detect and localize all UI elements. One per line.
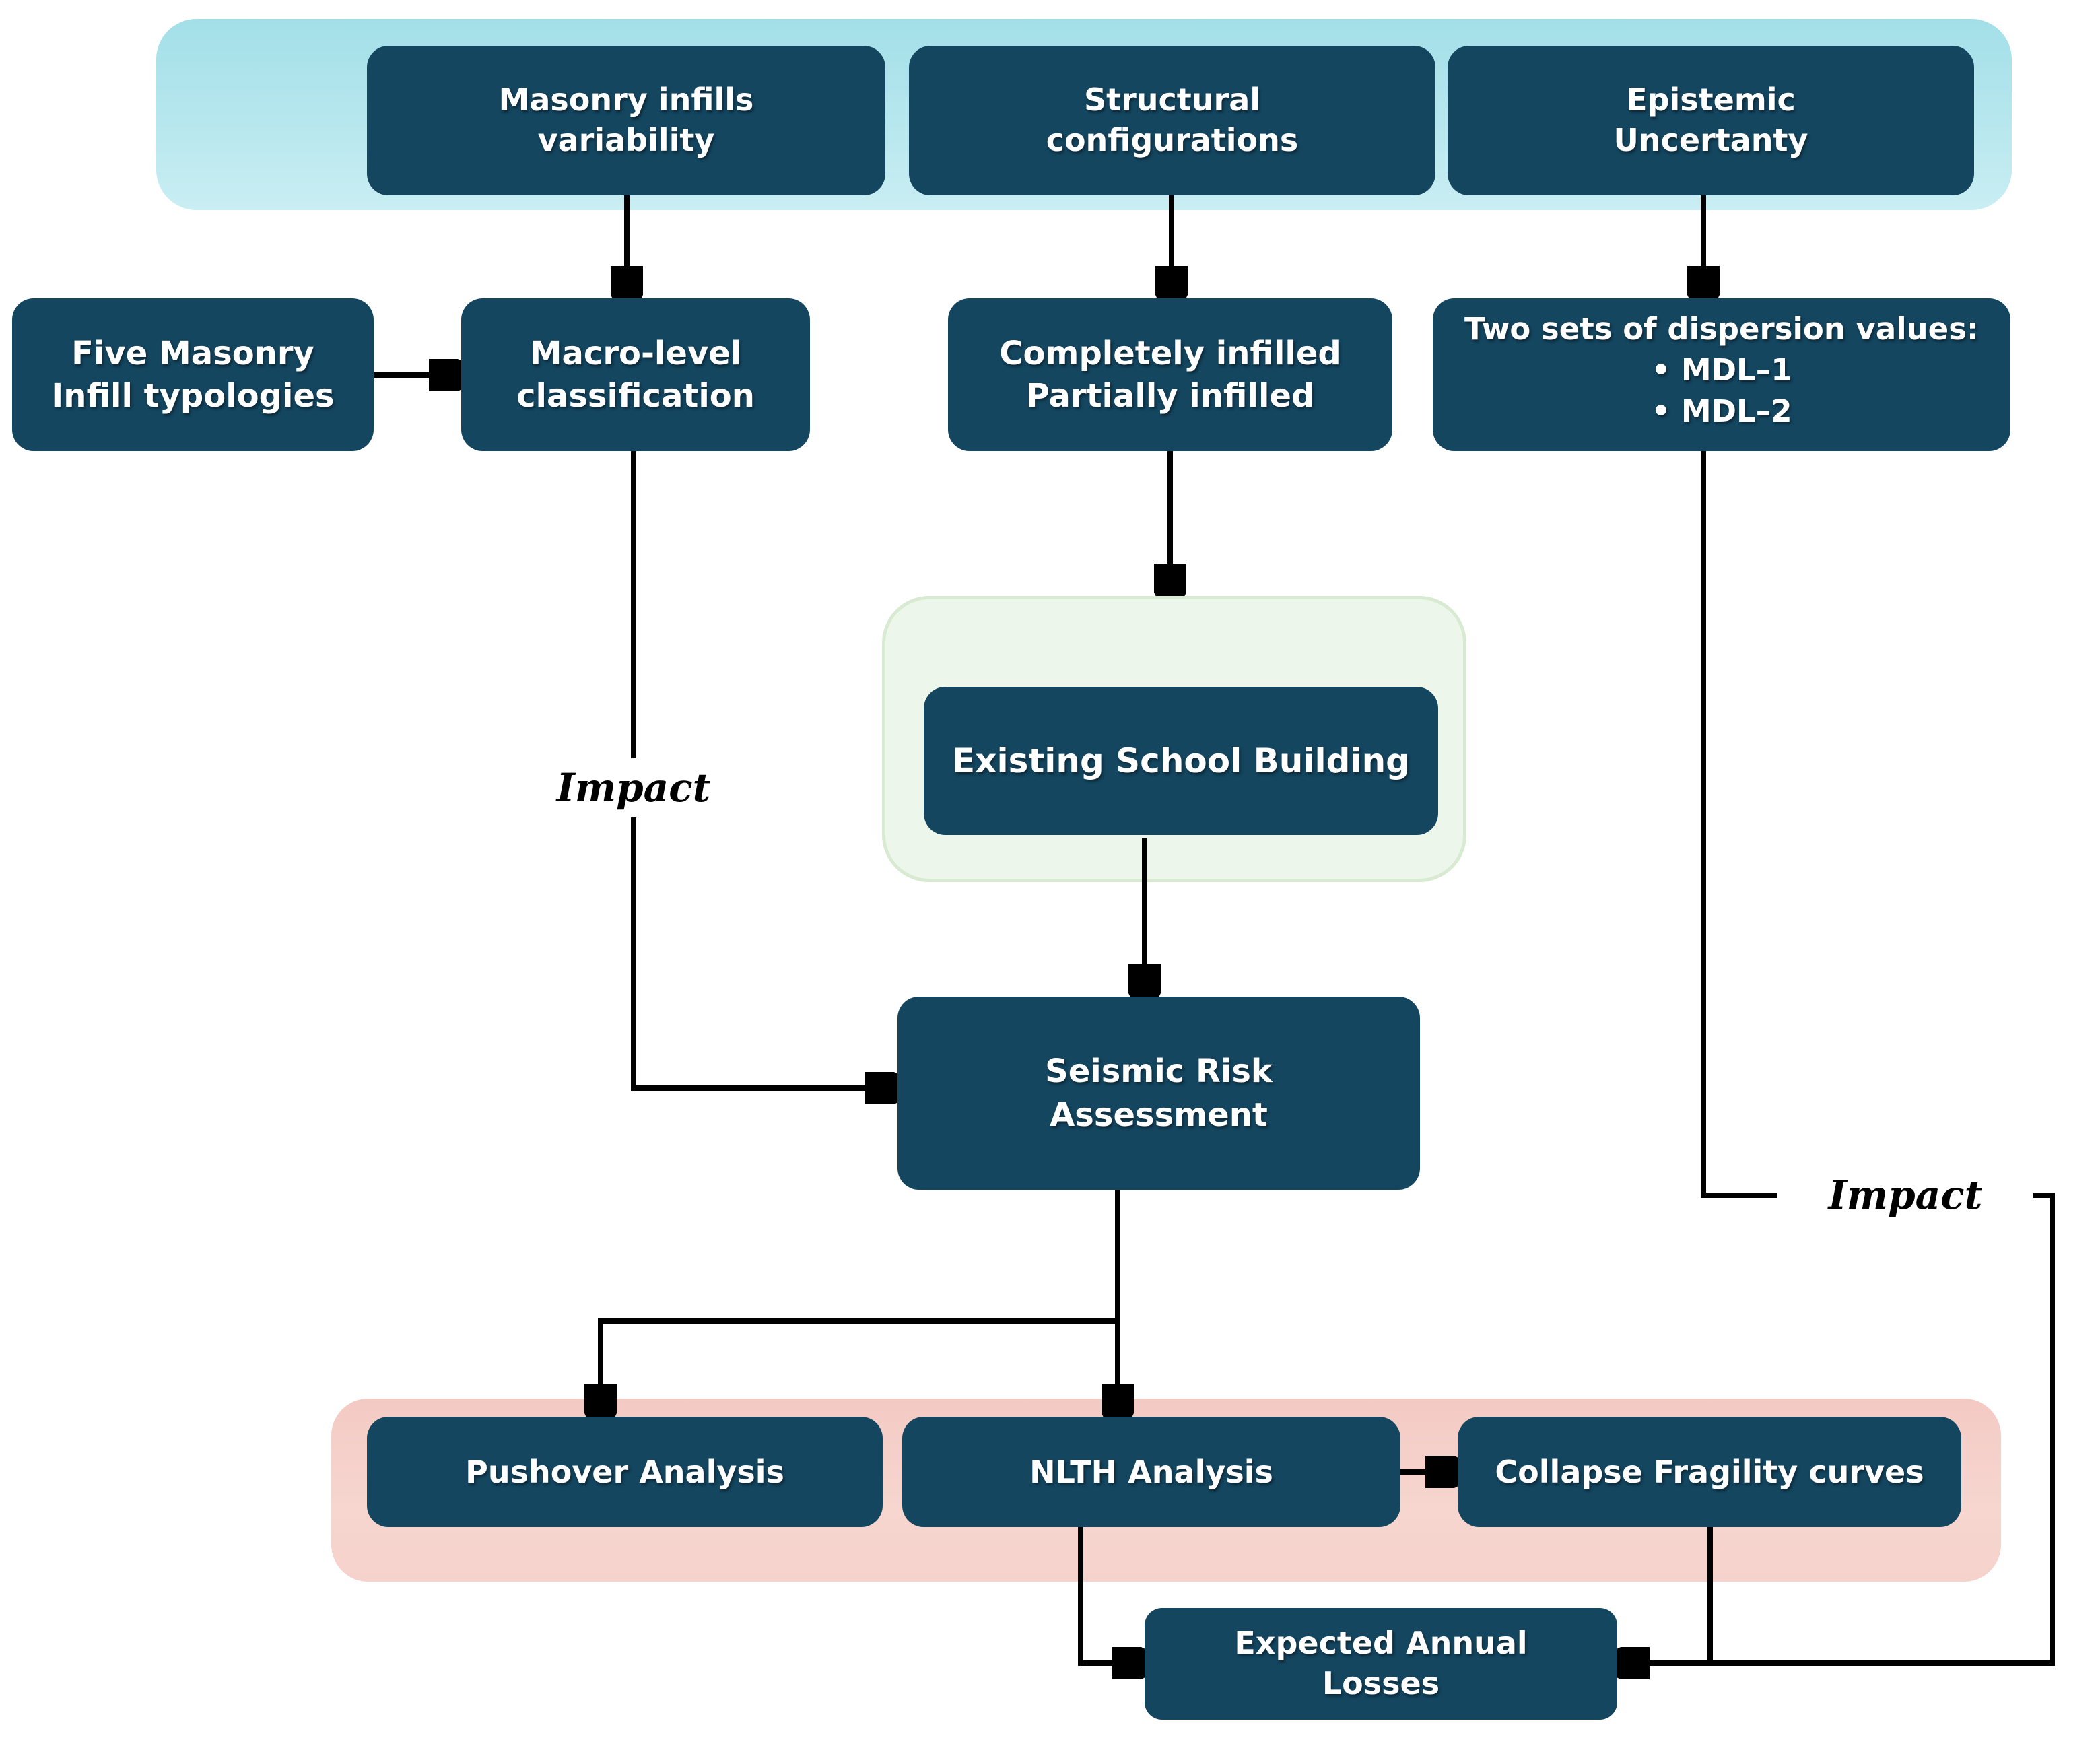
impact-label-right: Impact [1777, 1166, 2033, 1225]
node-pushover-analysis: Pushover Analysis [367, 1417, 883, 1527]
node-five-masonry-infill-typologies: Five Masonry Infill typologies [12, 298, 374, 451]
node-expected-annual-losses: Expected Annual Losses [1145, 1608, 1617, 1720]
impact-label-left: Impact [533, 758, 735, 817]
node-epistemic-uncertainty: Epistemic Uncertanty [1448, 46, 1974, 195]
node-macro-level-classification: Macro-level classification [461, 298, 810, 451]
node-masonry-infills-variability: Masonry infills variability [367, 46, 885, 195]
node-dispersion-values: Two sets of dispersion values: • MDL–1 •… [1433, 298, 2010, 451]
dispersion-title: Two sets of dispersion values: [1464, 311, 1979, 347]
dispersion-bullet-mdl1: • MDL–1 [1651, 351, 1792, 388]
dispersion-bullet-mdl2: • MDL–2 [1651, 393, 1792, 429]
node-collapse-fragility-curves: Collapse Fragility curves [1458, 1417, 1961, 1527]
node-existing-school-building: Existing School Building [924, 687, 1438, 835]
node-nlth-analysis: NLTH Analysis [902, 1417, 1400, 1527]
node-structural-configurations: Structural configurations [909, 46, 1435, 195]
node-seismic-risk-assessment: Seismic Risk Assessment [897, 997, 1420, 1190]
node-completely-partially-infilled: Completely infilled Partially infilled [948, 298, 1392, 451]
